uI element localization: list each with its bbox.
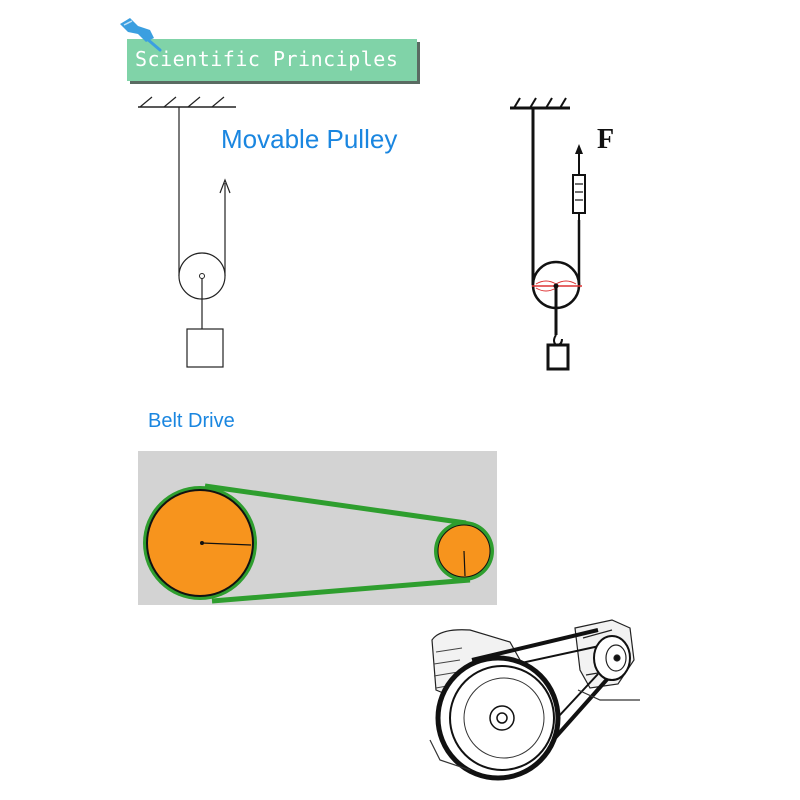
load-block (186, 328, 224, 368)
load-block (546, 343, 570, 371)
large-pulley-center (200, 541, 204, 545)
banner-title: Scientific Principles (135, 47, 399, 71)
ceiling-hatching (139, 96, 225, 108)
pushpin-icon (120, 18, 162, 52)
movable-pulley-title: Movable Pulley (221, 124, 398, 154)
force-label: F (597, 124, 615, 155)
arrow-up-icon (575, 144, 583, 155)
small-pulley-radius (463, 550, 466, 577)
belt-bottom-run (211, 577, 471, 604)
section-banner: Scientific Principles (127, 39, 417, 81)
arrow-up-icon (219, 178, 231, 198)
scale-marks (575, 183, 583, 201)
arm-bracket-l2 (535, 287, 557, 292)
belt-top-run (204, 483, 467, 526)
large-pulley-radius (201, 542, 252, 546)
belt-drive-title: Belt Drive (148, 410, 235, 432)
ceiling-hatching (513, 97, 567, 109)
